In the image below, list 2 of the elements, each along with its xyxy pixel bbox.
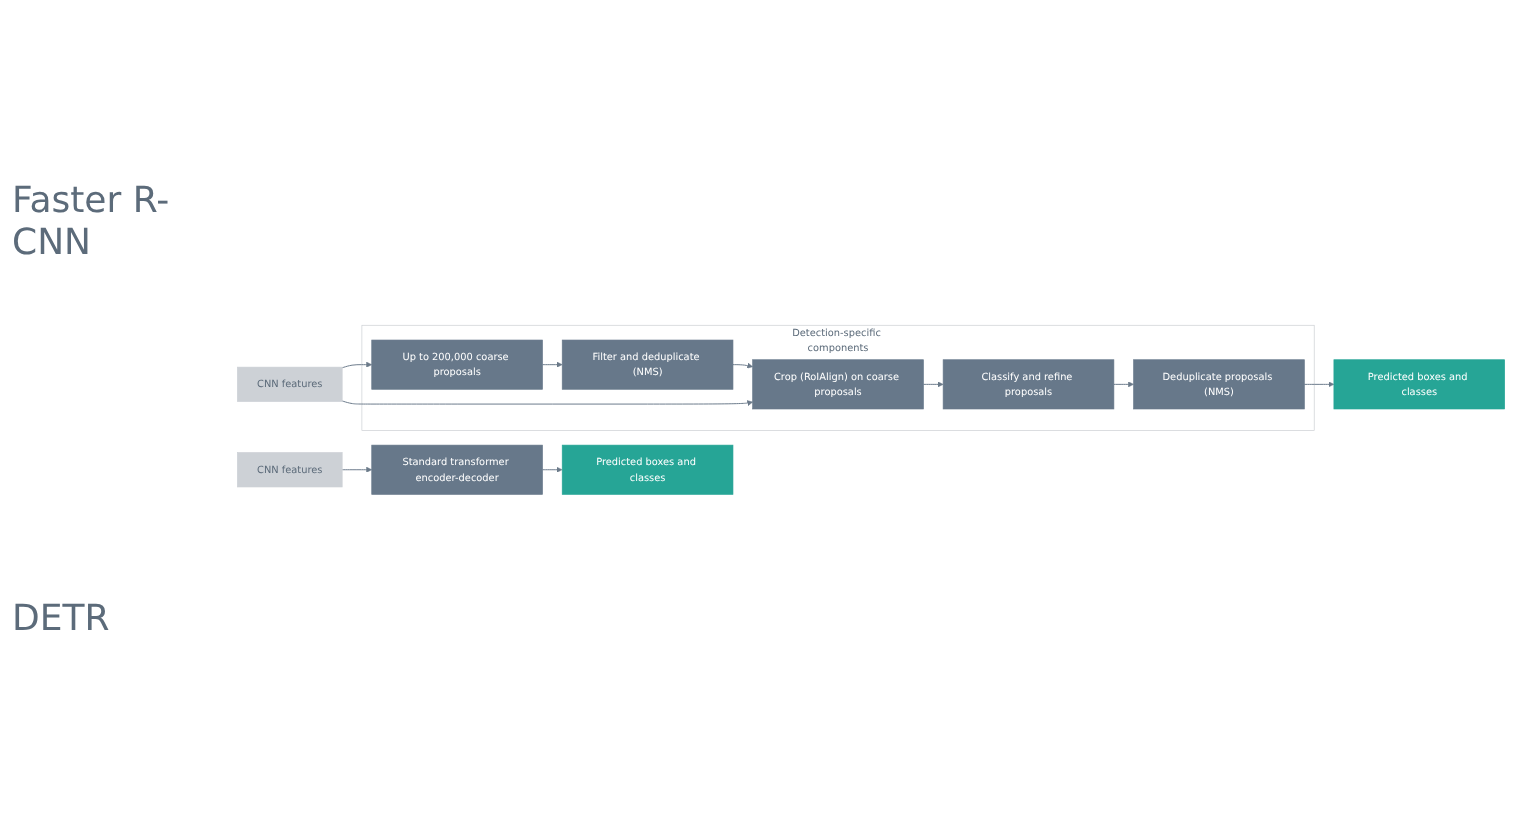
row-label: DETR xyxy=(12,598,112,641)
row-label: Faster R-CNN xyxy=(12,179,172,264)
